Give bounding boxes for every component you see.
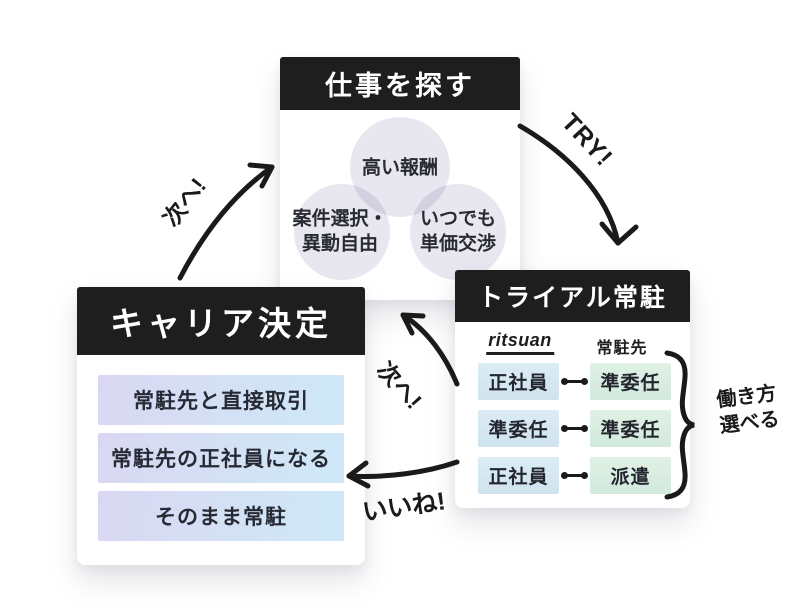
trial-title: トライアル常駐 bbox=[478, 284, 667, 312]
connector-icon bbox=[561, 425, 588, 432]
employment-cell-left: 準委任 bbox=[478, 410, 559, 447]
connector-dot bbox=[581, 378, 588, 385]
next-arrow-mid-label: 次へ! bbox=[371, 356, 427, 414]
benefit-label-negotiation: いつでも 単価交渉 bbox=[419, 208, 497, 254]
work-style-label: 働き方 選べる bbox=[715, 382, 781, 438]
next-left-arrowhead-icon bbox=[247, 162, 275, 189]
try-arrowhead-icon bbox=[599, 221, 639, 246]
benefit-label-project-choice: 案件選択・ 異動自由 bbox=[292, 208, 388, 254]
benefit-label-high-pay: 高い報酬 bbox=[361, 157, 439, 179]
trial-row-2: 準委任 準委任 bbox=[478, 410, 671, 447]
connector-dot bbox=[561, 425, 568, 432]
career-card: キャリア決定 常駐先と直接取引 常駐先の正社員になる そのまま常駐 bbox=[77, 287, 365, 565]
find-job-header: 仕事を探す bbox=[280, 57, 520, 110]
connector-dot bbox=[561, 472, 568, 479]
employment-cell-left: 正社員 bbox=[478, 457, 559, 494]
career-header: キャリア決定 bbox=[77, 287, 365, 355]
like-arrow bbox=[346, 459, 460, 479]
connector-line bbox=[567, 427, 582, 430]
employment-cell-right: 派遣 bbox=[590, 457, 671, 494]
connector-line bbox=[567, 380, 582, 383]
connector-line bbox=[567, 474, 582, 477]
benefit-circle-left bbox=[294, 184, 390, 280]
like-arrow-label: いいね! bbox=[360, 487, 448, 527]
ritsuan-column-header: ritsuan bbox=[486, 330, 554, 355]
connector-icon bbox=[561, 378, 588, 385]
client-column-header: 常駐先 bbox=[596, 340, 648, 357]
next-arrow-left-label: 次へ! bbox=[157, 173, 212, 232]
career-option-stay: そのまま常駐 bbox=[98, 491, 344, 541]
connector-icon bbox=[561, 472, 588, 479]
career-title: キャリア決定 bbox=[110, 305, 332, 342]
career-option-direct-deal: 常駐先と直接取引 bbox=[98, 375, 344, 425]
try-arrow-label: TRY! bbox=[555, 108, 619, 173]
trial-row-1: 正社員 準委任 bbox=[478, 363, 671, 400]
trial-header: トライアル常駐 bbox=[455, 270, 690, 322]
next-mid-arrowhead-icon bbox=[400, 312, 426, 336]
find-job-card: 仕事を探す 高い報酬 案件選択・ 異動自由 いつでも 単価交渉 bbox=[280, 57, 520, 300]
employment-cell-left: 正社員 bbox=[478, 363, 559, 400]
find-job-title: 仕事を探す bbox=[325, 71, 475, 101]
employment-cell-right: 準委任 bbox=[590, 410, 671, 447]
trial-row-3: 正社員 派遣 bbox=[478, 457, 671, 494]
career-option-become-employee: 常駐先の正社員になる bbox=[98, 433, 344, 483]
connector-dot bbox=[581, 472, 588, 479]
benefit-circle-right bbox=[410, 184, 506, 280]
connector-dot bbox=[581, 425, 588, 432]
employment-cell-right: 準委任 bbox=[590, 363, 671, 400]
trial-card: トライアル常駐 ritsuan 常駐先 正社員 準委任 準委任 準委任 正社員 … bbox=[455, 270, 690, 508]
connector-dot bbox=[561, 378, 568, 385]
